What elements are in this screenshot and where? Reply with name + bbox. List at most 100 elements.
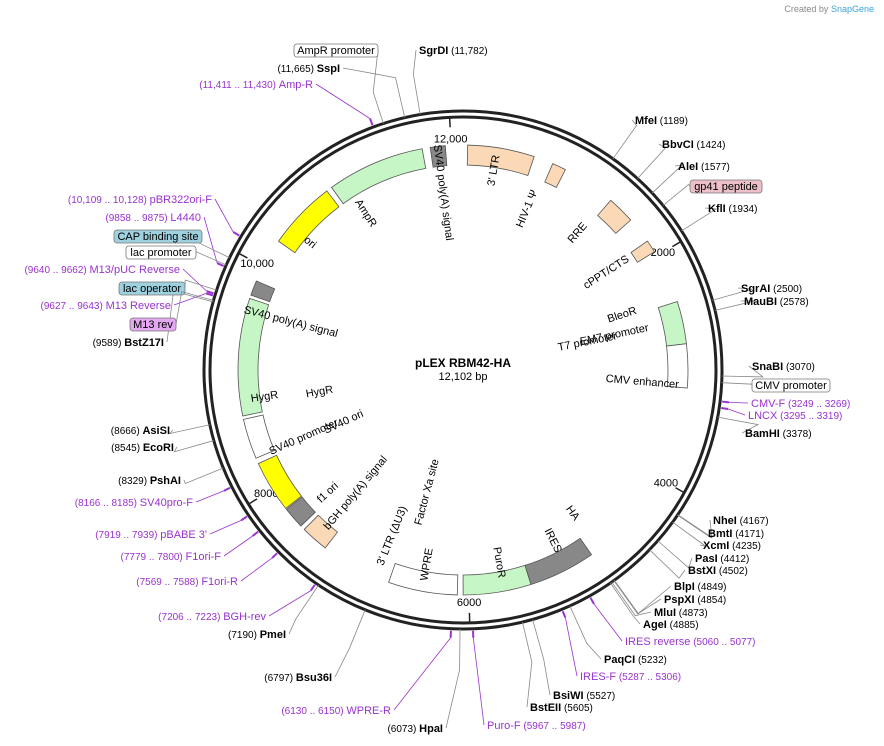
primer-pos-amp-r: (11,411 .. 11,430) <box>199 80 279 91</box>
backbone-outer-ring <box>202 109 724 631</box>
primer-mark-sv40pro-f <box>223 486 231 492</box>
site-pos-sspi: (11,665) <box>277 64 316 75</box>
site-label-bstz17i: (9589) BstZ17I <box>93 337 164 349</box>
box-lac-promoter <box>125 245 197 260</box>
feature-bgh-poly-a-signal-10 <box>285 496 316 527</box>
primer-name-sv40pro-f: SV40pro-F <box>140 497 193 509</box>
primer-name-ires-reverse: IRES reverse <box>625 636 690 648</box>
feature-3-ltr-u3-9 <box>303 514 339 549</box>
feature-label-sv40-poly-a-signal-23: SV40 poly(A) signal <box>431 144 455 241</box>
feature-label-bleor-4: BleoR <box>606 305 638 326</box>
site-line-sspi <box>342 67 406 118</box>
primer-mark-bgh-rev <box>310 584 316 592</box>
feature-label-puror-10: PuroR <box>490 546 507 579</box>
feature-cmv-enhancer-5 <box>666 343 689 389</box>
primer-line-l4440 <box>203 216 218 264</box>
primer-label-cmv-f: CMV-F (3249 .. 3269) <box>751 398 850 410</box>
site-name-asisi: AsiSI <box>142 425 170 437</box>
feature-label-f1-ori-15: f1 ori <box>315 480 341 505</box>
primer-pos-ires-reverse: (5060 .. 5077) <box>690 637 755 648</box>
site-label-snabi: SnaBI (3070) <box>752 361 815 373</box>
primer-label-m13-puc-reverse: (9640 .. 9662) M13/pUC Reverse <box>24 264 180 276</box>
site-name-snabi: SnaBI <box>752 361 783 373</box>
features-layer <box>237 144 689 596</box>
site-pos-mfei: (1189) <box>657 116 688 127</box>
primer-label-amp-r: (11,411 .. 11,430) Amp-R <box>199 79 313 91</box>
feature-label-ori-21: ori <box>301 234 318 251</box>
primer-name-amp-r: Amp-R <box>279 79 313 91</box>
box-label-gp41-peptide: gp41 peptide <box>694 181 758 193</box>
site-name-sgrdi: SgrDI <box>419 45 448 57</box>
feature-sv40-poly-a-signal-17 <box>429 145 448 168</box>
primer-mark-ires-f <box>561 610 567 619</box>
feature-label-ires-9: IRES <box>542 526 564 554</box>
primer-mark-ires-reverse <box>589 597 595 605</box>
site-label-pmei: (7190) PmeI <box>228 629 286 641</box>
primer-mark-m13-reverse <box>205 292 214 297</box>
site-label-mlui: MluI (4873) <box>654 607 708 619</box>
site-pos-alei: (1577) <box>698 162 730 173</box>
primer-pos-f1ori-r: (7569 .. 7588) <box>136 577 201 588</box>
site-line-hpai <box>445 628 461 729</box>
site-label-alei: AleI (1577) <box>678 161 730 173</box>
site-label-ecori: (8545) EcoRI <box>111 442 174 454</box>
primer-name-f1ori-r: F1ori-R <box>201 576 238 588</box>
tick-4000 <box>675 487 685 494</box>
primer-line-ires-reverse <box>593 603 623 642</box>
site-line-bmti <box>677 514 712 539</box>
primer-line-pbr322ori-f <box>214 198 234 233</box>
site-line-pmei <box>288 584 319 635</box>
plasmid-name: pLEX RBM42-HA <box>415 356 511 370</box>
primer-name-bgh-rev: BGH-rev <box>223 611 266 623</box>
primer-name-f1ori-f: F1ori-F <box>186 551 222 563</box>
primer-mark-f1ori-f <box>251 530 259 537</box>
primer-pos-puro-f: (5967 .. 5987) <box>521 721 586 732</box>
primer-mark-cmv-f <box>721 400 730 404</box>
site-label-bamhi: BamHI (3378) <box>745 428 812 440</box>
primer-line-lncx <box>728 408 746 416</box>
site-label-bstxi: BstXI (4502) <box>688 565 748 577</box>
site-name-hpai: HpaI <box>419 723 443 735</box>
site-name-bamhi: BamHI <box>745 428 780 440</box>
site-name-mfei: MfeI <box>635 115 657 127</box>
box-gp41-peptide <box>689 179 763 194</box>
primer-pos-bgh-rev: (7206 .. 7223) <box>158 612 223 623</box>
primer-pos-l4440: (9858 .. 9875) <box>105 213 170 224</box>
site-name-pshai: PshAI <box>150 475 181 487</box>
site-pos-bmti: (4171) <box>732 529 764 540</box>
site-label-pspxi: PspXI (4854) <box>664 594 726 606</box>
site-label-hpai: (6073) HpaI <box>387 723 443 735</box>
site-label-bmti: BmtI (4171) <box>708 528 764 540</box>
primer-label-ires-f: IRES-F (5287 .. 5306) <box>580 671 681 683</box>
feature-cppt-cts-3 <box>630 240 655 263</box>
box-label-cmv-promoter: CMV promoter <box>755 380 827 392</box>
site-name-xcmi: XcmI <box>703 540 729 552</box>
site-name-paqci: PaqCI <box>604 654 635 666</box>
site-label-sspi: (11,665) SspI <box>277 63 340 75</box>
site-name-nhei: NheI <box>713 515 737 527</box>
site-label-pasi: PasI (4412) <box>695 553 749 565</box>
site-line-pasi <box>657 540 693 569</box>
primer-label-m13-reverse: (9627 .. 9643) M13 Reverse <box>41 300 171 312</box>
site-pos-snabi: (3070) <box>783 362 815 373</box>
site-pos-pspxi: (4854) <box>695 595 727 606</box>
primer-label-l4440: (9858 .. 9875) L4440 <box>105 212 201 224</box>
box-label-m13-rev: M13 rev <box>133 319 173 331</box>
site-pos-bsteii: (5605) <box>561 703 593 714</box>
primer-line-ires-f <box>564 617 578 677</box>
site-name-pspxi: PspXI <box>664 594 695 606</box>
feature-rre-2 <box>597 199 632 234</box>
site-line-alei <box>651 164 684 194</box>
site-line-paqci <box>569 605 602 660</box>
site-label-maubi: MauBI (2578) <box>744 296 809 308</box>
site-pos-pmei: (7190) <box>228 630 260 641</box>
feature-ori-15 <box>277 190 340 254</box>
site-name-bsu36i: Bsu36I <box>296 672 332 684</box>
site-label-asisi: (8666) AsiSI <box>111 425 170 437</box>
primer-label-ires-reverse: IRES reverse (5060 .. 5077) <box>625 636 755 648</box>
primer-line-cmv-f <box>729 402 749 404</box>
box-label-lac-operator: lac operator <box>123 283 181 295</box>
primer-line-pbabe-3 <box>209 520 242 535</box>
feature-label-sv40-ori-18: SV40 ori <box>322 408 365 437</box>
